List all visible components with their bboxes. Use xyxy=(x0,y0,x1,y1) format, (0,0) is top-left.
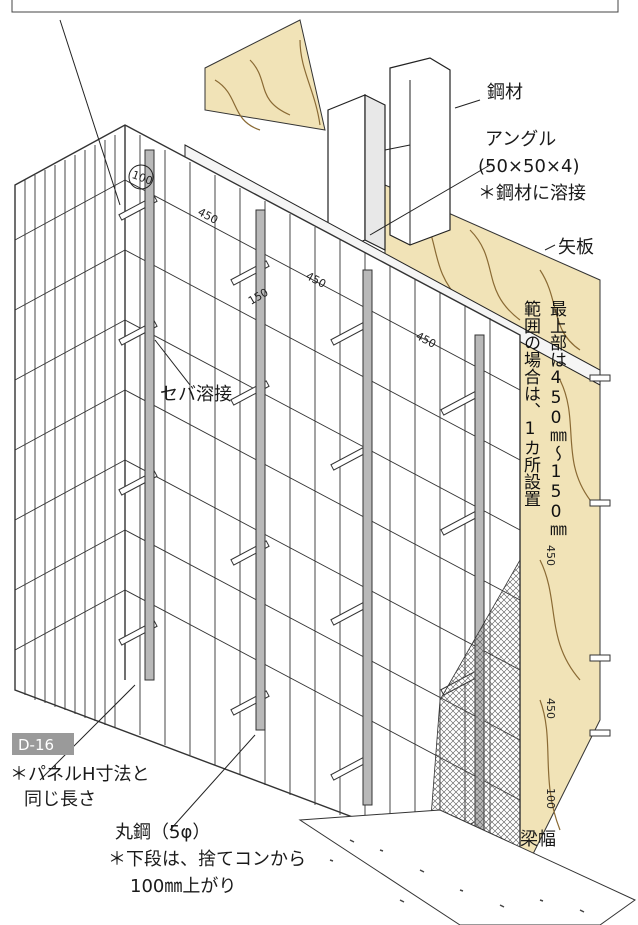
panel-code: D-16 xyxy=(18,736,54,754)
label-steel: 鋼材 xyxy=(487,82,523,103)
label-angle-note: ＊鋼材に溶接 xyxy=(478,183,586,204)
label-panel-note-2: 同じ長さ xyxy=(24,789,96,810)
label-beam-width: 梁幅 xyxy=(520,829,556,850)
dim-450-v2: 450 xyxy=(544,698,557,719)
steel-h-column xyxy=(327,57,451,256)
label-rebar-note-2: 100㎜上がり xyxy=(130,876,236,897)
top-note-line-1: 最上部は450㎜〜150㎜ xyxy=(546,300,567,539)
dim-100-v: 100 xyxy=(544,788,557,809)
label-rebar-note-1: ＊下段は、捨てコンから xyxy=(108,849,306,870)
label-angle-size: (50×50×4) xyxy=(478,156,579,177)
label-sheet: 矢板 xyxy=(558,237,594,258)
panel-code-badge xyxy=(12,733,74,755)
wire-mesh-panel xyxy=(14,124,521,882)
leader-lines xyxy=(39,19,556,831)
label-rebar-title: 丸鋼（5φ） xyxy=(115,822,210,843)
label-seba: セバ溶接 xyxy=(160,384,232,405)
dim-450-v1: 450 xyxy=(544,545,557,566)
ground-slab xyxy=(298,809,636,925)
top-callout-box xyxy=(11,0,619,13)
label-panel-note-1: ＊パネルH寸法と xyxy=(10,764,150,785)
top-note-line-2: 範囲の場合は、1カ所設置 xyxy=(520,300,541,507)
dim-100-circle xyxy=(128,164,154,190)
label-angle-title: アングル xyxy=(485,129,556,150)
